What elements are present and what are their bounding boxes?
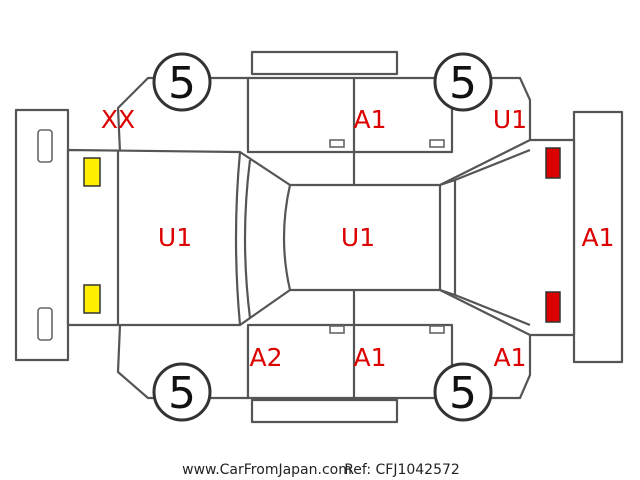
tire-rear-left: 5 [433,52,493,112]
mark-front-door-lower: A2 [249,343,282,372]
mark-hood: U1 [158,223,192,252]
tire-front-right-grade: 5 [168,368,196,419]
mark-front-left-fender: XX [101,105,135,134]
tire-rear-right-grade: 5 [449,368,477,419]
car-body-top-view [66,138,576,337]
front-light-bottom [83,284,101,314]
tire-front-right: 5 [152,362,212,422]
mark-rear-door-lower: A1 [353,343,386,372]
tire-front-left-grade: 5 [168,58,196,109]
mark-roof-side-upper: A1 [353,105,386,134]
mark-rear-fender-upper: U1 [493,105,527,134]
front-bumper [14,108,70,362]
mark-roof: U1 [341,223,375,252]
mark-rear-fender-lower: A1 [493,343,526,372]
lower-side-panel [116,290,532,424]
footer-ref: Ref: CFJ1042572 [344,462,460,478]
tire-front-left: 5 [152,52,212,112]
tire-rear-left-grade: 5 [449,58,477,109]
tire-rear-right: 5 [433,362,493,422]
front-light-top [83,157,101,187]
rear-light-top [545,147,561,179]
footer-site: www.CarFromJapan.com [182,462,352,478]
mark-rear-panel: A1 [581,223,614,252]
rear-light-bottom [545,291,561,323]
